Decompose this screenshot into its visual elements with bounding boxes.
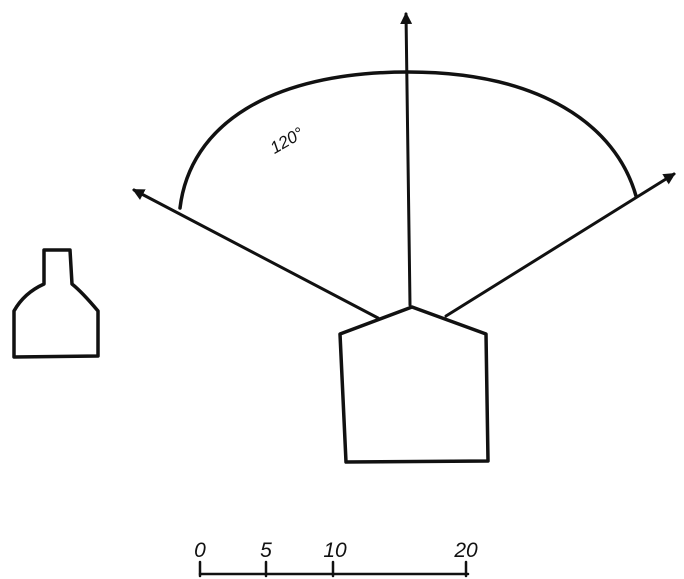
right-ray-arrow — [444, 172, 676, 318]
scale-label: 0 — [194, 539, 206, 562]
scale-label: 10 — [323, 539, 347, 562]
left-ray-arrow — [132, 188, 380, 320]
angle-label: 120° — [267, 124, 307, 158]
artifact-body — [338, 305, 490, 464]
scale-label: 5 — [260, 539, 272, 562]
scale-bar: 0 5 10 20 — [194, 539, 478, 578]
scale-label: 20 — [453, 539, 478, 562]
center-ray-arrow — [400, 12, 413, 307]
artifact-section — [12, 248, 100, 359]
